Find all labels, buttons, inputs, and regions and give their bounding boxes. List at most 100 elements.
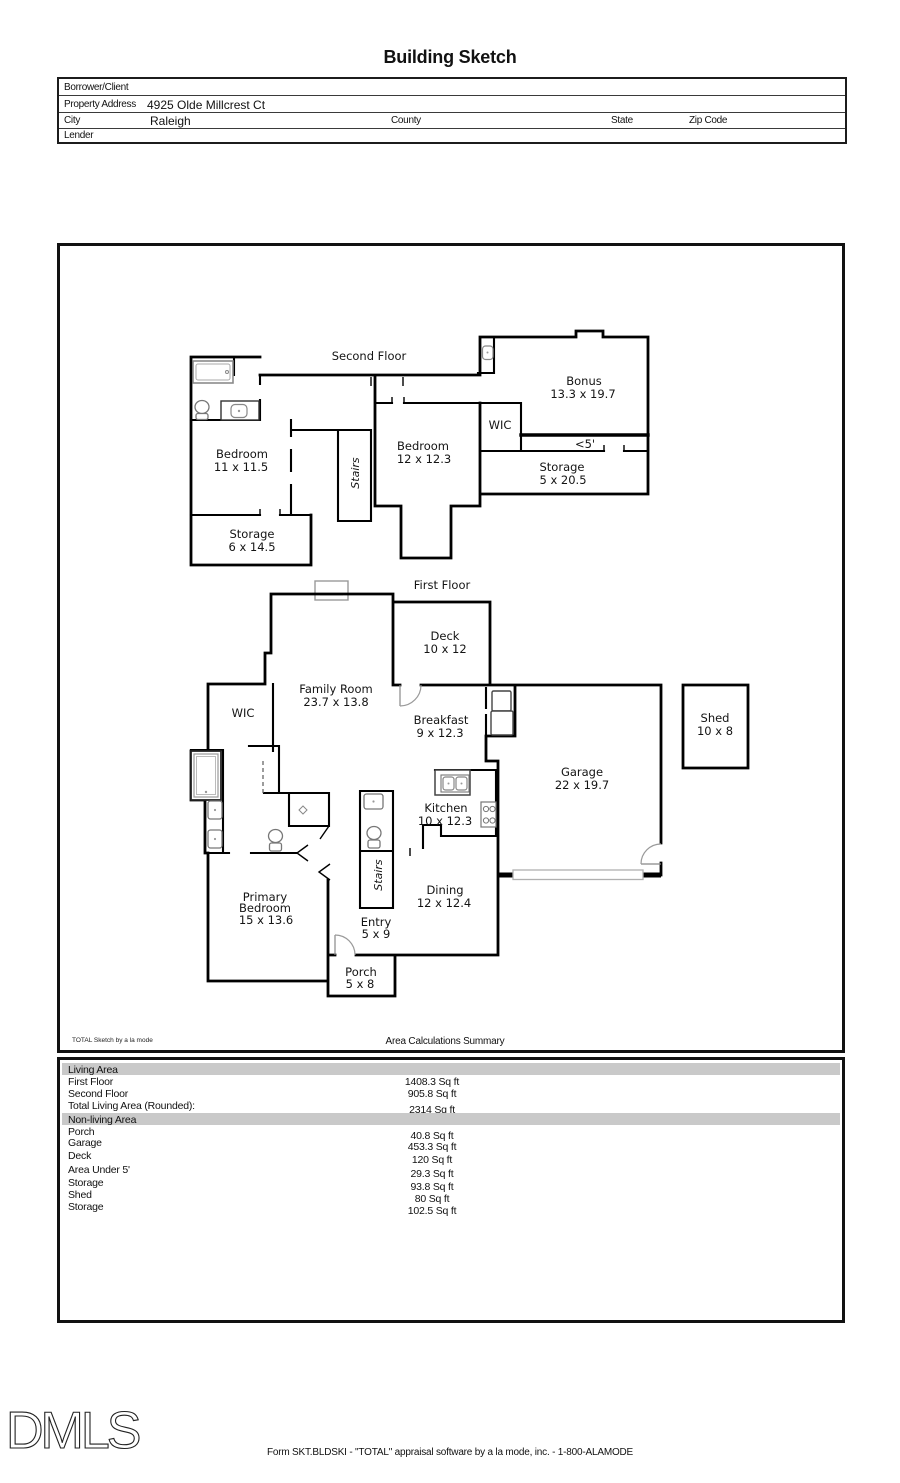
sf-exterior-walls [189, 329, 650, 567]
room-label-wic-2f: WIC [489, 418, 512, 432]
area-calculations-summary: Living Area First Floor 1408.3 Sq ft Sec… [57, 1057, 845, 1323]
room-dims-primary: 15 x 13.6 [239, 913, 293, 927]
summary-row-garage: Garage 453.3 Sq ft [60, 1137, 842, 1153]
ff-interior-walls [189, 682, 500, 910]
row-label: First Floor [68, 1076, 114, 1088]
room-dims-kitchen: 10 x 12.3 [418, 814, 472, 828]
room-label-shed: Shed [701, 711, 730, 725]
room-label-primary-1: Primary [243, 890, 288, 904]
room-label-storage-6: Storage [230, 527, 275, 541]
room-dims-porch: 5 x 8 [346, 977, 375, 991]
row-label: Second Floor [68, 1088, 129, 1100]
page-title: Building Sketch [383, 47, 517, 67]
summary-row-porch: Porch 40.8 Sq ft [60, 1126, 842, 1142]
table-divider [59, 95, 845, 96]
first-floor-title: First Floor [414, 578, 471, 592]
form-footer-line: Form SKT.BLDSKI - "TOTAL" appraisal soft… [266, 1447, 634, 1458]
room-label-entry: Entry [361, 915, 392, 929]
city-label: City [64, 115, 81, 126]
ff-door-ticks [295, 825, 411, 881]
room-dims-bedroom-11: 11 x 11.5 [214, 460, 268, 474]
room-dims-garage: 22 x 19.7 [555, 778, 609, 792]
room-dims-breakfast: 9 x 12.3 [416, 726, 463, 740]
room-label-porch: Porch [345, 965, 377, 979]
refrigerator-icon [490, 690, 514, 736]
sink-icon [207, 829, 223, 849]
summary-row-second-floor: Second Floor 905.8 Sq ft [60, 1088, 842, 1101]
room-dims-bedroom-12: 12 x 12.3 [397, 452, 451, 466]
stairs-label-2f: Stairs [349, 457, 362, 489]
dmls-logo-text: DMLS [6, 1402, 140, 1460]
row-label: Deck [68, 1150, 92, 1162]
sink-vanity-icon [220, 400, 260, 421]
room-dims-deck: 10 x 12 [423, 642, 466, 656]
row-value: 93.8 Sq ft [410, 1181, 454, 1193]
room-dims-storage-5: 5 x 20.5 [539, 473, 586, 487]
garage-door-icon [512, 869, 644, 881]
table-divider [59, 128, 845, 129]
ff-exterior-walls [189, 592, 750, 998]
room-label-bonus: Bonus [566, 374, 602, 388]
nonliving-area-header: Non-living Area [62, 1113, 840, 1126]
dmls-logo: DMLS [5, 1401, 142, 1460]
second-floor-plan: Second Floor Bonus 13.3 x 19.7 WIC Bedro… [189, 329, 650, 567]
closet-pole-icon [298, 805, 308, 815]
row-label: Shed [68, 1189, 92, 1201]
kitchen-sink-icon [434, 769, 471, 796]
toilet-icon [366, 825, 382, 849]
sink-icon [207, 800, 223, 820]
room-dims-bonus: 13.3 x 19.7 [550, 387, 615, 401]
living-area-header-label: Living Area [68, 1063, 118, 1076]
toilet-icon [194, 399, 210, 421]
row-value: 29.3 Sq ft [410, 1168, 454, 1180]
row-label: Storage [68, 1201, 104, 1213]
area-calc-summary-caption: Area Calculations Summary [385, 1036, 505, 1047]
sf-door-ticks [259, 377, 625, 515]
summary-row-shed: Shed 80 Sq ft [60, 1189, 842, 1205]
city-value: Raleigh [150, 114, 191, 128]
row-label: Area Under 5' [68, 1164, 130, 1176]
property-info-table: Borrower/Client Property Address 4925 Ol… [57, 77, 847, 144]
row-label: Storage [68, 1177, 104, 1189]
room-label-bedroom-11: Bedroom [216, 447, 268, 461]
toilet-icon [267, 828, 284, 852]
bathtub-icon [192, 360, 234, 384]
room-label-kitchen: Kitchen [424, 801, 467, 815]
shower-icon [190, 750, 222, 801]
row-value: 80 Sq ft [414, 1193, 450, 1205]
room-dims-entry: 5 x 9 [362, 927, 391, 941]
room-label-garage: Garage [561, 765, 603, 779]
county-label: County [391, 115, 421, 126]
room-label-breakfast: Breakfast [414, 713, 469, 727]
row-label: Porch [68, 1126, 95, 1138]
living-area-header: Living Area [62, 1063, 840, 1076]
second-floor-title: Second Floor [332, 349, 407, 363]
room-label-storage-5: Storage [540, 460, 585, 474]
summary-row-deck: Deck 120 Sq ft [60, 1150, 842, 1166]
stairs-label-1f: Stairs [372, 859, 385, 891]
zip-label: Zip Code [689, 115, 728, 126]
room-dims-storage-6: 6 x 14.5 [228, 540, 275, 554]
property-address-value: 4925 Olde Millcrest Ct [147, 98, 266, 112]
row-value: 1408.3 Sq ft [404, 1076, 460, 1088]
door-leaves [334, 685, 661, 955]
first-floor-plan: First Floor Deck 10 x 12 Family Room 23.… [189, 578, 750, 998]
summary-row-total-living: Total Living Area (Rounded): 2314 Sq ft [60, 1100, 842, 1116]
room-label-dining: Dining [426, 883, 463, 897]
row-value: 102.5 Sq ft [407, 1205, 457, 1217]
property-address-label: Property Address [64, 99, 136, 110]
summary-row-first-floor: First Floor 1408.3 Sq ft [60, 1076, 842, 1089]
row-label: Total Living Area (Rounded): [68, 1100, 195, 1112]
borrower-label: Borrower/Client [64, 82, 129, 93]
room-label-primary-2: Bedroom [239, 901, 291, 915]
shower-icon [481, 345, 494, 361]
row-label: Garage [68, 1137, 102, 1149]
floor-plan-drawing: Second Floor Bonus 13.3 x 19.7 WIC Bedro… [189, 329, 750, 998]
sketch-software-caption: TOTAL Sketch by a la mode [72, 1037, 153, 1044]
summary-row-storage-2: Storage 102.5 Sq ft [60, 1201, 842, 1217]
stove-icon [480, 801, 497, 828]
room-label-wic-1f: WIC [232, 706, 255, 720]
row-value: 453.3 Sq ft [407, 1141, 457, 1153]
row-value: 120 Sq ft [411, 1154, 453, 1166]
sink-icon [363, 793, 384, 810]
